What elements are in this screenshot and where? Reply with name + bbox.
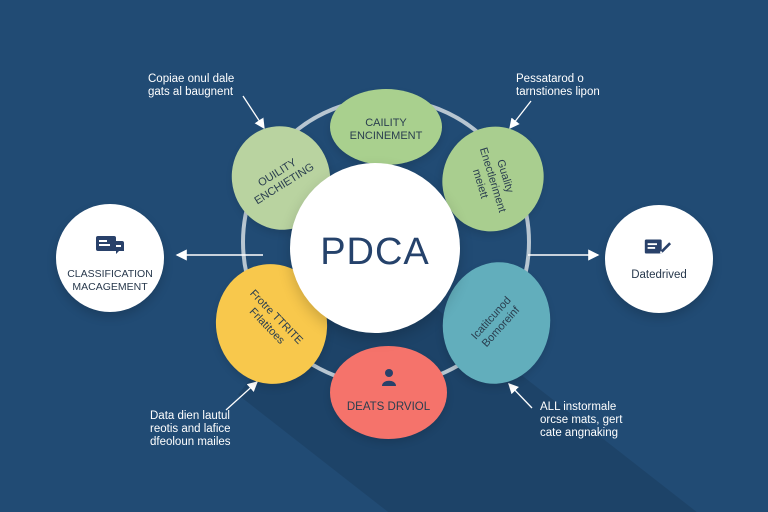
card-chat-icon [96,236,124,254]
document-pen-icon [644,239,672,254]
bottom-right-annotation-arrow [508,383,533,409]
person-icon [381,369,396,386]
top-left-annotation: Copiae onul dale gats al baugnent [148,73,235,98]
bottom-right-annotation: ALL instormale orcse mats, gert cate ang… [540,401,623,439]
pdca-center-circle: PDCA [290,163,460,333]
bottom-petal-label: DEATS DRVIOL [346,401,431,413]
top-green-petal: CAILITY ENCINEMENT [330,89,442,165]
upper-right-petal-label: Guality Enectleriment meiett [470,146,516,215]
lower-left-petal-label: Frotre TTRITE Frlatitoes [246,287,306,347]
datedrived-label: Datedrived [631,269,687,281]
classification-management-label: CLASSIFICATION MACAGEMENT [67,268,153,293]
top-left-annotation-arrow [242,95,265,130]
top-right-annotation-arrow [509,100,532,130]
classification-management-node: CLASSIFICATION MACAGEMENT [56,204,164,312]
lower-right-petal-label: Icatitcunod Bomoreinf [469,294,523,350]
top-petal-label: CAILITY ENCINEMENT [349,117,423,142]
bottom-coral-petal: DEATS DRVIOL [330,346,447,439]
pdca-title: PDCA [320,230,430,273]
top-right-annotation: Pessatarod o tarnstiones lipon [516,73,600,98]
bottom-left-annotation: Data dien lautul reotis and lafice dfeol… [150,410,231,448]
datedrived-node: Datedrived [605,205,713,313]
bottom-left-annotation-arrow [225,381,258,411]
